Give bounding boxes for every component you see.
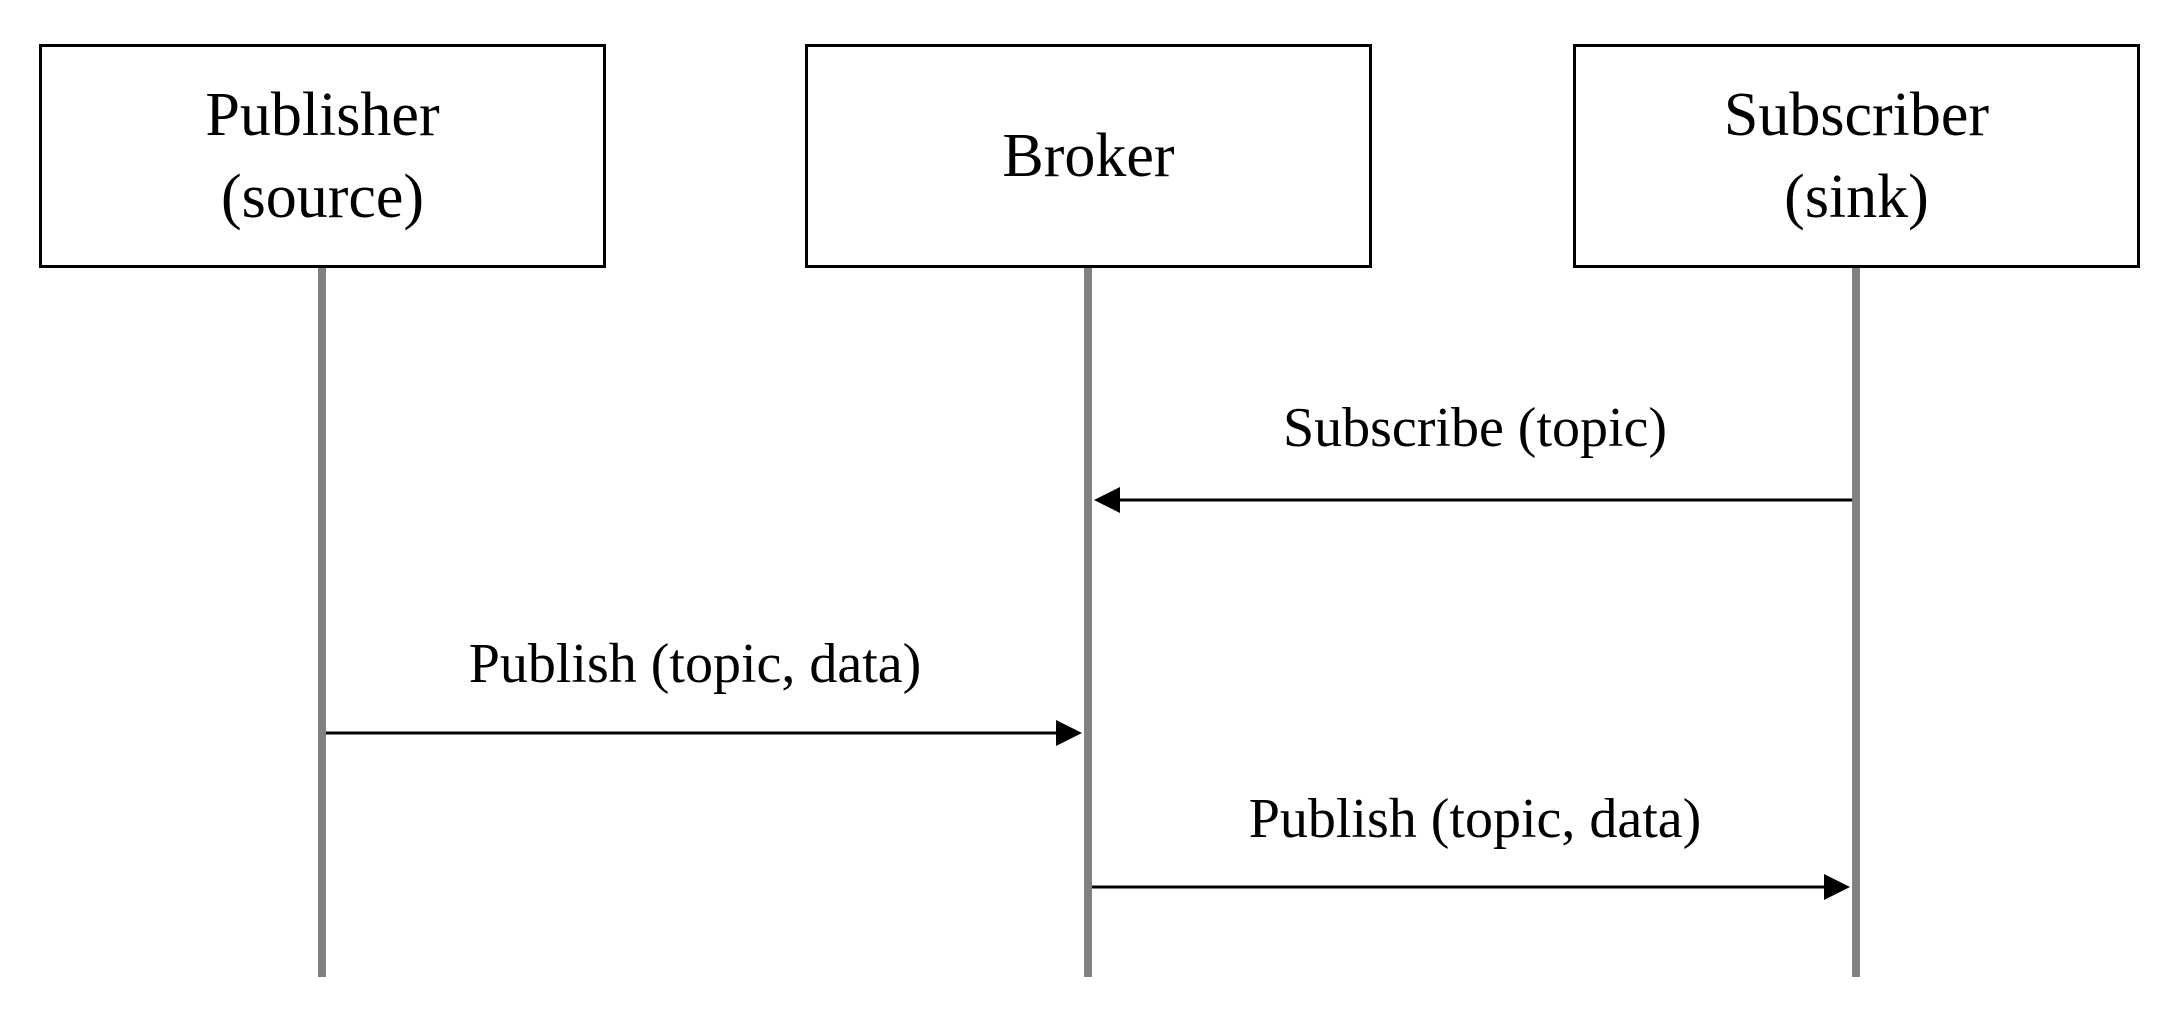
participant-broker-name: Broker [1002, 122, 1175, 190]
message-label-publish-to-broker: Publish (topic, data) [468, 633, 922, 695]
message-label-publish-to-subscriber: Publish (topic, data) [1248, 788, 1702, 850]
participant-subscriber-name: Subscriber [1723, 81, 1990, 149]
participant-publisher: Publisher (source) [39, 44, 606, 268]
arrowhead-subscribe [1094, 487, 1120, 513]
arrowhead-publish-to-broker [1056, 720, 1082, 746]
participant-publisher-name: Publisher [205, 81, 440, 149]
participant-publisher-role: (source) [220, 163, 425, 231]
participant-broker: Broker [805, 44, 1372, 268]
arrowhead-publish-to-subscriber [1824, 874, 1850, 900]
participant-subscriber: Subscriber (sink) [1573, 44, 2140, 268]
message-label-subscribe: Subscribe (topic) [1282, 397, 1668, 459]
participant-subscriber-role: (sink) [1784, 163, 1929, 231]
